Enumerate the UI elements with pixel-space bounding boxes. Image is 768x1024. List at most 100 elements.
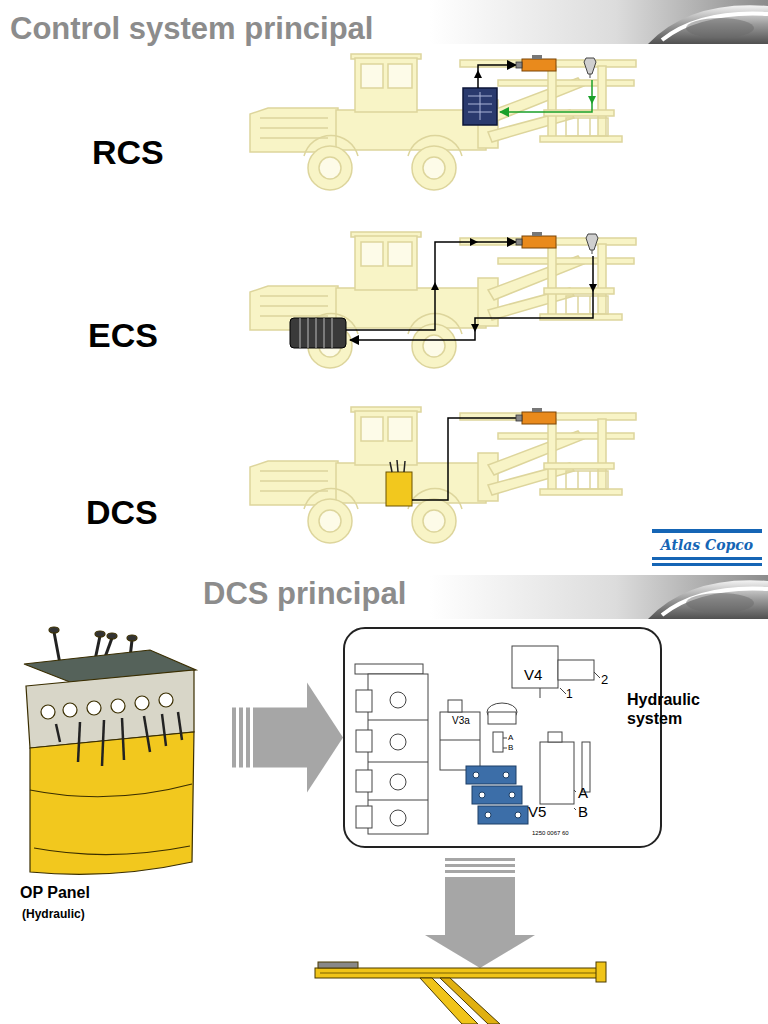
hydraulic-parts-part bbox=[368, 674, 428, 834]
hydraulic-parts-part bbox=[356, 770, 372, 792]
operator-panel-part bbox=[95, 631, 105, 637]
manifold-block-part bbox=[466, 766, 516, 784]
manifold-block-part bbox=[478, 806, 528, 824]
part-number: 1250 0067 60 bbox=[532, 830, 569, 836]
company-logo-part bbox=[652, 529, 762, 533]
manifold-block-part bbox=[515, 812, 521, 818]
drill-rig-part bbox=[250, 407, 636, 543]
hydraulic-parts-part bbox=[368, 720, 428, 721]
hydraulic-box: Hydraulic system bbox=[343, 627, 662, 848]
rcs-scheme-part bbox=[500, 80, 592, 112]
ecs-scheme-part bbox=[290, 318, 346, 348]
hydraulic-parts-part bbox=[560, 688, 566, 694]
hydraulic-parts-part bbox=[503, 738, 507, 739]
header-band bbox=[430, 575, 768, 619]
operator-panel-part bbox=[56, 724, 60, 742]
rcs-scheme-part bbox=[588, 96, 596, 104]
header-band-part bbox=[662, 589, 768, 615]
operator-panel-part bbox=[122, 718, 124, 760]
rcs-scheme-part bbox=[584, 58, 596, 78]
operator-panel-part bbox=[144, 716, 150, 752]
hydraulic-parts-part bbox=[368, 762, 428, 763]
dcs-scheme-part bbox=[386, 472, 412, 506]
operator-panel-part bbox=[41, 705, 55, 719]
rcs-scheme-part bbox=[463, 88, 497, 125]
block-arrow bbox=[425, 858, 535, 968]
header-band-part bbox=[648, 5, 768, 44]
hydraulic-parts-part bbox=[356, 690, 372, 712]
ecs-scheme-part bbox=[324, 318, 325, 348]
hydraulic-parts-part bbox=[493, 732, 503, 752]
manifold-block bbox=[466, 766, 528, 824]
block-arrow-part bbox=[425, 935, 535, 968]
port-name: B bbox=[578, 804, 588, 819]
ecs-scheme-part bbox=[308, 318, 309, 348]
port-number: 2 bbox=[601, 673, 608, 686]
drill-feed bbox=[315, 962, 606, 1024]
operator-panel-part bbox=[34, 846, 190, 855]
drill-rig bbox=[250, 54, 636, 543]
hydraulic-parts-part bbox=[356, 730, 372, 752]
hydraulic-parts-part bbox=[574, 790, 576, 792]
company-logo bbox=[652, 529, 762, 566]
node-subheading: (Hydraulic) bbox=[22, 908, 85, 920]
drill-rig-part bbox=[250, 232, 636, 368]
manifold-block-part bbox=[509, 792, 515, 798]
ecs-scheme-part bbox=[300, 318, 301, 348]
arrow-part bbox=[253, 708, 307, 768]
hydraulic-parts-part bbox=[448, 700, 462, 712]
manifold-block-part bbox=[479, 792, 485, 798]
ecs-scheme-part bbox=[471, 324, 479, 332]
rcs-scheme bbox=[463, 55, 596, 125]
hydraulic-parts-part bbox=[488, 712, 516, 724]
ecs-scheme-part bbox=[316, 318, 317, 348]
system-name: ECS bbox=[88, 318, 158, 352]
header-band-part bbox=[662, 14, 768, 40]
operator-panel-part bbox=[107, 633, 117, 639]
dcs-scheme-part bbox=[397, 460, 398, 472]
rcs-scheme-part bbox=[474, 70, 482, 78]
block-arrow-part bbox=[445, 877, 515, 935]
logo-text: Atlas Copco bbox=[652, 538, 762, 552]
operator-panel-part bbox=[87, 701, 101, 715]
block-arrow-part bbox=[445, 870, 515, 873]
slide-title: DCS principal bbox=[203, 578, 406, 609]
dcs-scheme bbox=[386, 408, 556, 506]
node-heading: OP Panel bbox=[20, 885, 90, 901]
system-name: DCS bbox=[86, 495, 158, 529]
port-name: A bbox=[508, 734, 513, 742]
component-callout: V4 bbox=[524, 667, 542, 682]
hydraulic-parts-part bbox=[558, 660, 594, 680]
ecs-scheme bbox=[290, 232, 598, 348]
drill-feed-part bbox=[318, 962, 358, 968]
block-arrow-part bbox=[445, 858, 515, 861]
hydraulic-parts-part bbox=[574, 808, 576, 810]
header-band-part bbox=[430, 575, 768, 619]
component-callout: V5 bbox=[528, 804, 546, 819]
header-band bbox=[430, 0, 768, 44]
dcs-scheme-part bbox=[516, 408, 556, 424]
hydraulic-parts-part bbox=[540, 742, 574, 804]
operator-panel-part bbox=[30, 784, 192, 797]
operator-panel-part bbox=[49, 627, 59, 633]
rcs-scheme-part bbox=[480, 92, 481, 120]
hydraulic-parts-part bbox=[503, 748, 507, 749]
system-name: RCS bbox=[92, 135, 164, 169]
port-number: 1 bbox=[566, 688, 573, 700]
hydraulic-parts-part bbox=[355, 664, 423, 674]
hydraulic-parts-part bbox=[440, 740, 480, 741]
block-arrow bbox=[232, 683, 343, 793]
drill-rig-part bbox=[250, 54, 636, 190]
operator-panel-part bbox=[30, 732, 194, 874]
hydraulic-parts-part bbox=[548, 732, 562, 742]
hydraulic-parts-part bbox=[368, 800, 428, 801]
manifold-block-part bbox=[503, 772, 509, 778]
operator-panel-part bbox=[78, 722, 80, 762]
hydraulic-parts-part bbox=[512, 646, 558, 688]
rcs-scheme-part bbox=[516, 55, 556, 71]
hydraulic-parts-part bbox=[440, 712, 480, 770]
company-logo-part bbox=[652, 557, 762, 560]
dcs-scheme-part bbox=[404, 461, 405, 472]
arrow-part bbox=[239, 708, 243, 768]
arrow-part bbox=[246, 708, 250, 768]
